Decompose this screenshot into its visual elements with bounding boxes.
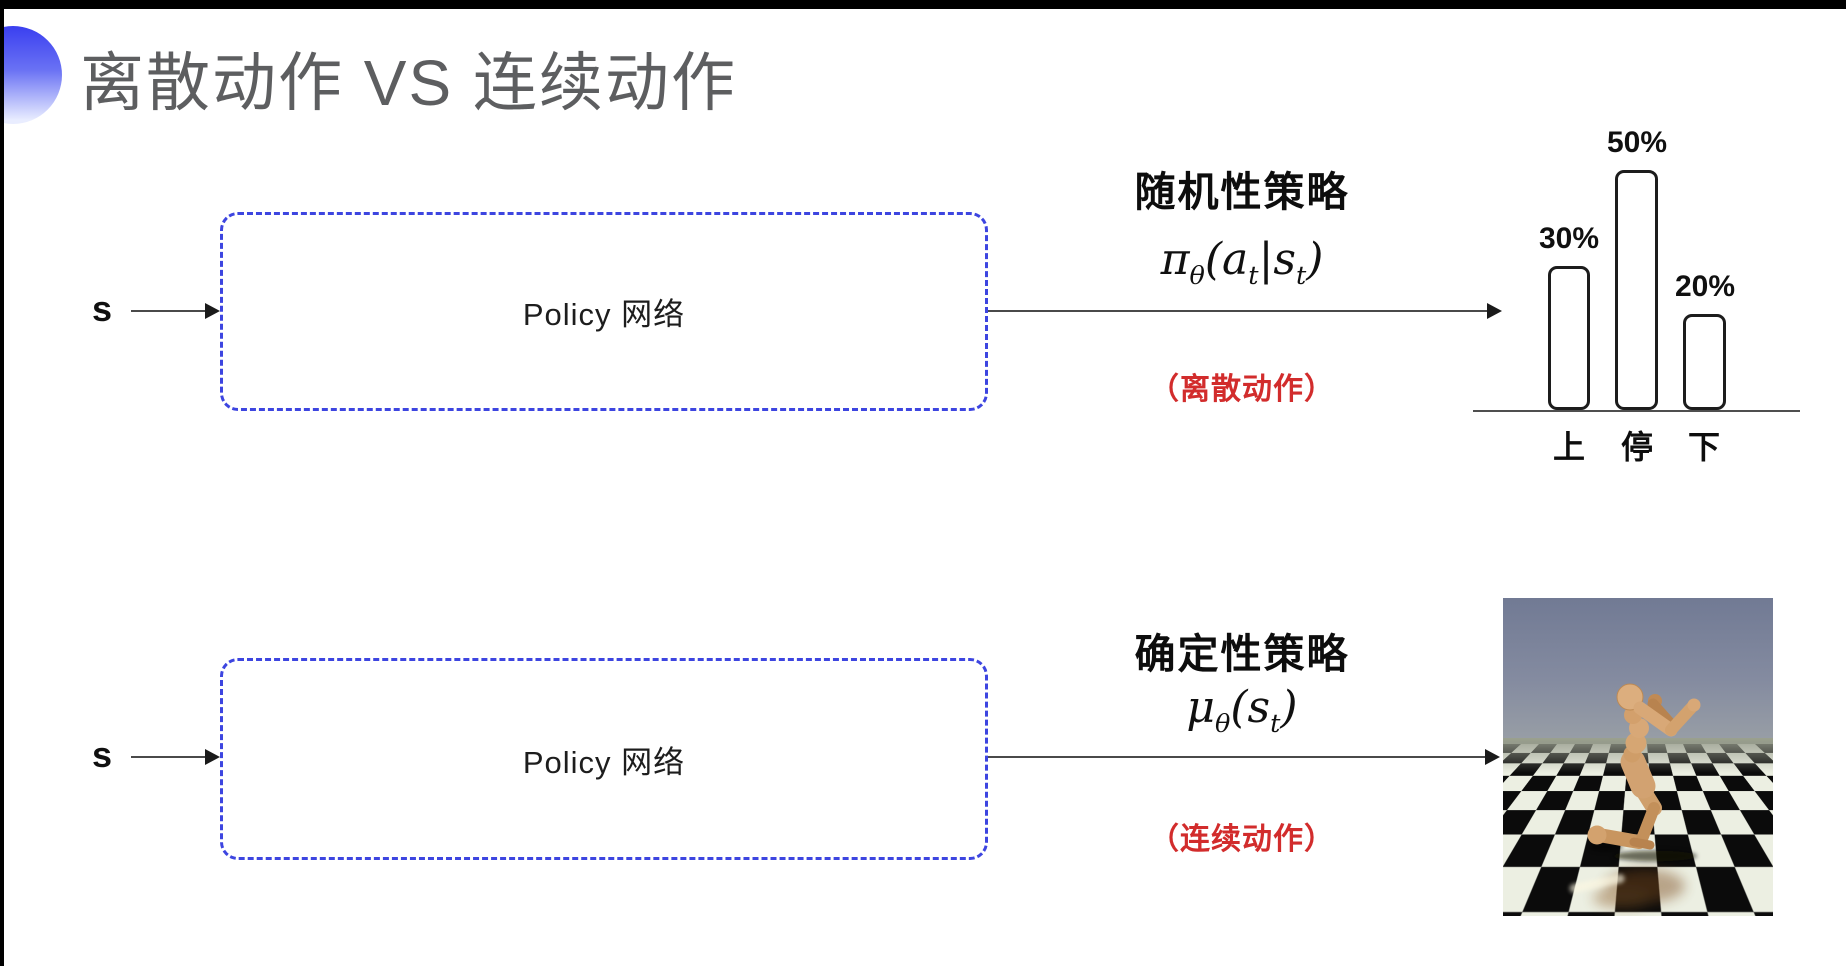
bar-value-label: 50% [1606, 126, 1668, 159]
state-label: s [92, 734, 113, 775]
arrowhead-icon [1487, 303, 1502, 319]
probability-bar-chart: 30% 50% 20% 上 停 下 [1460, 95, 1846, 465]
output-arrow [988, 756, 1487, 758]
top-black-bar [0, 0, 1846, 9]
input-arrow [131, 310, 208, 312]
action-type-note: （连续动作） [1149, 823, 1335, 856]
policy-formula: πθ(at|st) [1160, 234, 1324, 291]
arrowhead-icon [1485, 749, 1500, 765]
bar-up [1548, 266, 1590, 410]
output-arrow [988, 310, 1489, 312]
bar-category-label: 上 [1552, 429, 1585, 465]
policy-box-label: Policy 网络 [522, 744, 686, 780]
left-black-bar [0, 0, 4, 966]
page-title: 离散动作 VS 连续动作 [80, 47, 737, 119]
arrowhead-icon [205, 749, 220, 765]
bar-category-label: 下 [1687, 429, 1720, 465]
bar-value-label: 30% [1538, 222, 1600, 255]
bar-stop [1615, 170, 1658, 410]
policy-network-box: Policy 网络 [220, 212, 988, 411]
humanoid-image [1503, 598, 1773, 916]
policy-formula: μθ(st) [1186, 682, 1298, 739]
humanoid-figure [1569, 683, 1701, 908]
state-label: s [92, 288, 113, 329]
title-bullet-icon [0, 26, 62, 124]
input-arrow [131, 756, 208, 758]
policy-network-box: Policy 网络 [220, 658, 988, 860]
chart-baseline [1473, 410, 1800, 412]
bar-down [1683, 314, 1726, 410]
arrowhead-icon [205, 303, 220, 319]
bar-value-label: 20% [1674, 270, 1736, 303]
policy-box-label: Policy 网络 [522, 297, 686, 332]
policy-type-label: 确定性策略 [1134, 631, 1350, 677]
policy-type-label: 随机性策略 [1134, 169, 1350, 215]
action-type-note: （离散动作） [1149, 373, 1335, 406]
bar-category-label: 停 [1620, 429, 1653, 465]
